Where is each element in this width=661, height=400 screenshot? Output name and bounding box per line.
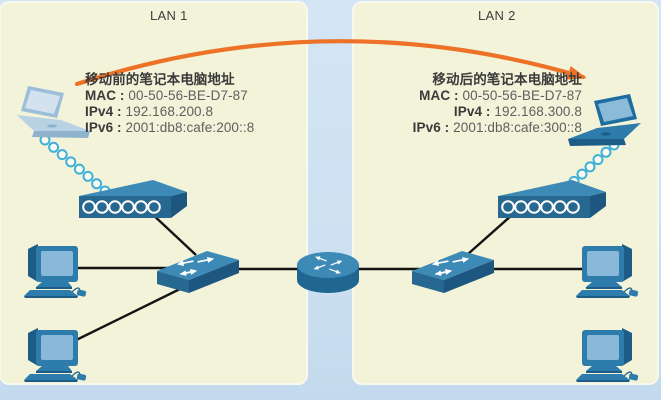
ipv4-row: IPv4 : 192.168.200.8 bbox=[85, 104, 295, 120]
mac-row: MAC : 00-50-56-BE-D7-87 bbox=[85, 88, 295, 104]
link-ap-switch-lan2 bbox=[467, 214, 513, 255]
lan2-title: LAN 2 bbox=[478, 8, 516, 23]
mac-value: 00-50-56-BE-D7-87 bbox=[462, 88, 582, 103]
ipv6-row: IPv6 : 2001:db8:cafe:300::8 bbox=[372, 120, 582, 136]
ipv4-label: IPv4 bbox=[85, 104, 114, 119]
ipv4-value: 192.168.300.8 bbox=[494, 104, 582, 119]
ipv6-value: 2001:db8:cafe:200::8 bbox=[125, 120, 255, 135]
wireless-link-lan1 bbox=[39, 134, 111, 197]
separator: : bbox=[482, 104, 495, 119]
ipv6-label: IPv6 bbox=[85, 120, 114, 135]
router-icon-core bbox=[297, 252, 359, 293]
mac-label: MAC bbox=[85, 88, 117, 103]
address-block-after: 移动后的笔记本电脑地址 MAC : 00-50-56-BE-D7-87 IPv4… bbox=[372, 72, 582, 136]
address-after-heading: 移动后的笔记本电脑地址 bbox=[432, 72, 582, 87]
separator: : bbox=[450, 88, 463, 103]
separator: : bbox=[116, 88, 129, 103]
separator: : bbox=[113, 120, 126, 135]
pc-icon-lan2-top bbox=[575, 243, 640, 299]
separator: : bbox=[113, 104, 126, 119]
switch-icon-lan1 bbox=[157, 251, 239, 293]
ipv6-value: 2001:db8:cafe:300::8 bbox=[453, 120, 582, 135]
ipv4-row: IPv4 : 192.168.300.8 bbox=[372, 104, 582, 120]
pc-icon-lan1-bottom bbox=[23, 327, 88, 383]
separator: : bbox=[440, 120, 454, 135]
wireless-router-icon-lan2 bbox=[497, 179, 607, 219]
link-pc2-switch-lan1 bbox=[65, 286, 183, 347]
switch-icon-lan2 bbox=[412, 251, 494, 293]
ipv6-label: IPv6 bbox=[412, 120, 441, 135]
ipv4-value: 192.168.200.8 bbox=[125, 104, 214, 119]
ipv6-row: IPv6 : 2001:db8:cafe:200::8 bbox=[85, 120, 295, 136]
address-before-heading: 移动前的笔记本电脑地址 bbox=[85, 72, 235, 87]
pc-icon-lan1-top bbox=[23, 243, 88, 299]
mac-value: 00-50-56-BE-D7-87 bbox=[128, 88, 248, 103]
laptop-icon-before bbox=[17, 86, 90, 138]
address-block-before: 移动前的笔记本电脑地址 MAC : 00-50-56-BE-D7-87 IPv4… bbox=[85, 72, 295, 136]
link-ap-switch-lan1 bbox=[149, 211, 197, 256]
mac-label: MAC bbox=[419, 88, 451, 103]
ipv4-label: IPv4 bbox=[453, 104, 483, 119]
lan2-panel bbox=[352, 1, 659, 385]
move-arrow bbox=[74, 39, 587, 87]
pc-icon-lan2-bottom bbox=[575, 327, 640, 383]
mac-row: MAC : 00-50-56-BE-D7-87 bbox=[372, 88, 582, 104]
lan1-title: LAN 1 bbox=[150, 8, 188, 23]
